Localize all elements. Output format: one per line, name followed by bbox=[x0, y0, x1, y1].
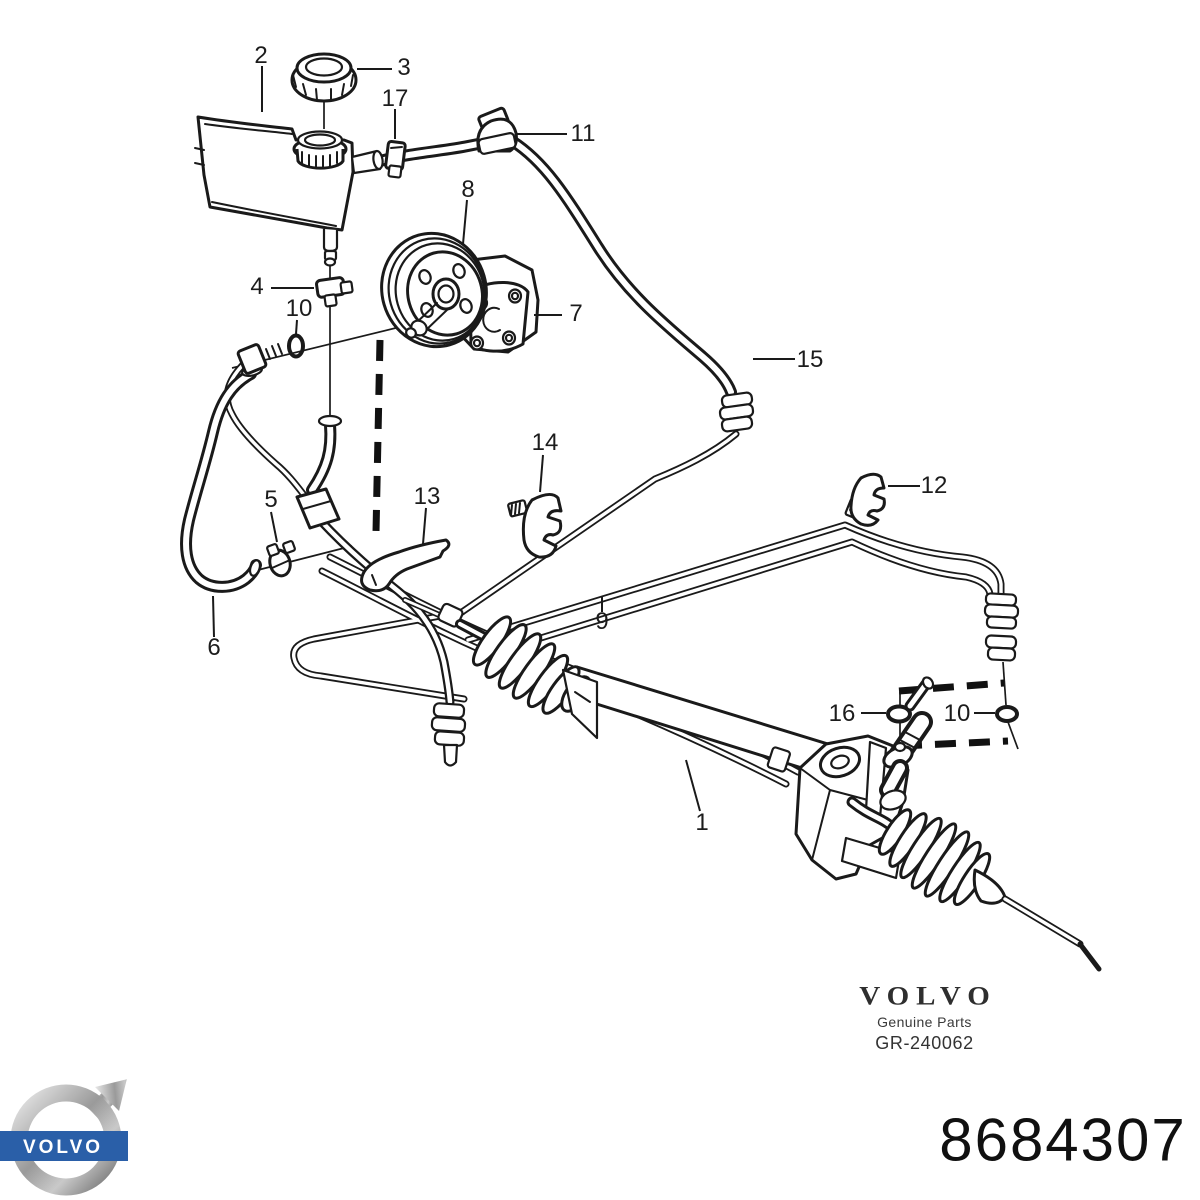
hose15-connector bbox=[718, 391, 755, 433]
clamp-5 bbox=[266, 540, 296, 578]
callout-10-left: 10 bbox=[285, 295, 313, 322]
hose-strap-13 bbox=[360, 538, 451, 593]
callout-7: 7 bbox=[569, 300, 583, 327]
callout-13: 13 bbox=[413, 483, 441, 510]
fluid-reservoir bbox=[194, 115, 384, 267]
callout-1: 1 bbox=[695, 809, 709, 836]
brand-wordmark: VOLVO bbox=[859, 981, 997, 1011]
callout-16: 16 bbox=[828, 700, 856, 727]
callout-15: 15 bbox=[796, 346, 824, 373]
callout-3: 3 bbox=[397, 54, 411, 81]
right-boot bbox=[877, 808, 1007, 907]
pipe-bracket-14 bbox=[507, 493, 563, 559]
o-ring-10-right bbox=[995, 705, 1019, 723]
brand-catalog-code: GR-240062 bbox=[875, 1033, 974, 1053]
callout-11: 11 bbox=[570, 120, 596, 147]
logo-wordmark: VOLVO bbox=[23, 1137, 103, 1158]
part-number: 8684307 bbox=[939, 1106, 1187, 1174]
callout-5: 5 bbox=[264, 486, 278, 513]
callout-9: 9 bbox=[595, 608, 609, 635]
callout-leaders bbox=[212, 66, 995, 812]
steering-rack bbox=[402, 597, 1102, 972]
return-hose-connector bbox=[430, 702, 467, 767]
o-ring-16 bbox=[886, 704, 912, 724]
callout-17: 17 bbox=[381, 85, 409, 112]
reservoir-cap bbox=[290, 52, 358, 103]
callout-10-right: 10 bbox=[943, 700, 971, 727]
right-pipe-unions bbox=[983, 592, 1020, 662]
brand-genuine-parts: Genuine Parts bbox=[877, 1014, 972, 1030]
logo-band bbox=[0, 1131, 128, 1161]
callout-12: 12 bbox=[920, 472, 948, 499]
o-ring-10-left bbox=[287, 333, 305, 359]
hose-junction-sleeve bbox=[295, 487, 341, 530]
hoses bbox=[180, 134, 737, 707]
callout-4: 4 bbox=[250, 273, 264, 300]
clamp-4 bbox=[315, 276, 354, 308]
callout-6: 6 bbox=[207, 634, 221, 661]
axis-lines bbox=[231, 102, 1019, 750]
callout-14: 14 bbox=[531, 429, 559, 456]
clamp-11 bbox=[476, 106, 518, 155]
callout-2: 2 bbox=[254, 42, 268, 69]
brand-block: VOLVO Genuine Parts GR-240062 bbox=[832, 980, 1017, 1054]
left-boot bbox=[471, 615, 599, 740]
callout-8: 8 bbox=[461, 176, 475, 203]
volvo-logo: VOLVO bbox=[0, 1079, 128, 1196]
valve-pinion bbox=[864, 676, 935, 820]
pipe-fitting bbox=[236, 343, 283, 375]
clamp-17 bbox=[384, 139, 407, 179]
hidden-route-dashes bbox=[372, 339, 1009, 750]
pipe-bracket-12 bbox=[844, 472, 886, 527]
pump-pulley bbox=[380, 231, 488, 349]
